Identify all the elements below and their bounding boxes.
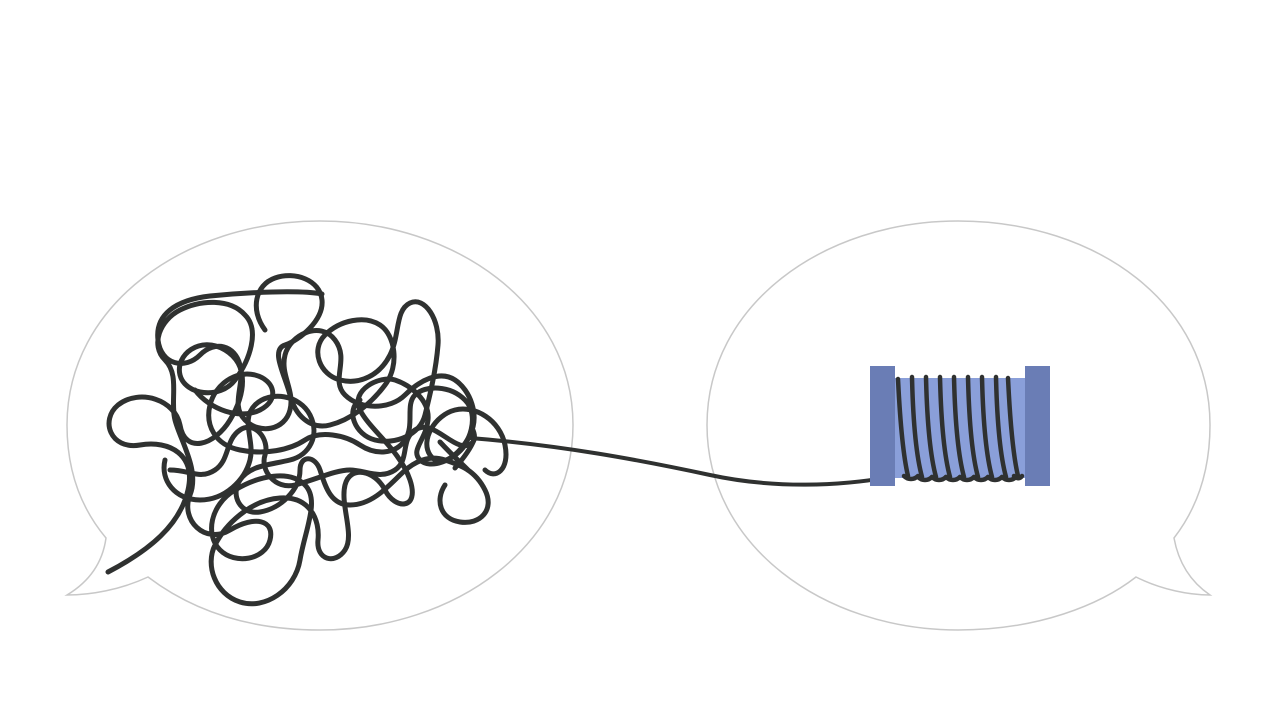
thread-spool [870, 366, 1050, 486]
spool-right-flange [1025, 366, 1050, 486]
connecting-thread [468, 436, 907, 487]
spool-left-flange [870, 366, 895, 486]
tangled-thread [105, 273, 509, 607]
spool-thread-windings [895, 374, 1025, 483]
